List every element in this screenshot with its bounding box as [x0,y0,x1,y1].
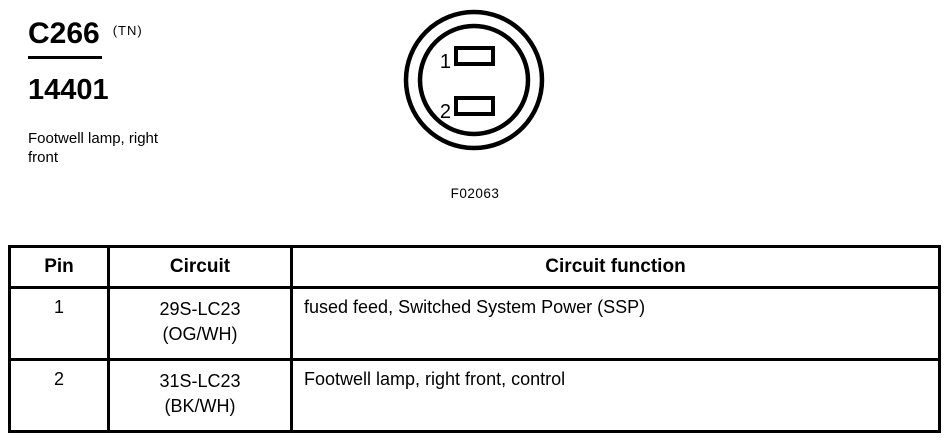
table-header-row: Pin Circuit Circuit function [8,245,941,289]
circuit-code: 29S-LC23 [159,299,241,319]
column-header-pin: Pin [8,245,110,289]
connector-outer-ring [403,9,545,151]
figure-label: F02063 [450,186,500,201]
wire-color-code: (OG/WH) [162,324,238,344]
circuit-cell: 29S-LC23 (OG/WH) [107,286,293,361]
connector-inner-ring [417,23,531,137]
circuit-function-cell: Footwell lamp, right front, control [290,358,941,433]
column-header-circuit: Circuit [107,245,293,289]
connector-face-diagram: 1 2 [403,9,545,151]
pin-number-cell: 1 [8,286,110,361]
table-row: 2 31S-LC23 (BK/WH) Footwell lamp, right … [8,358,941,433]
circuit-cell: 31S-LC23 (BK/WH) [107,358,293,433]
connector-description: Footwell lamp, right front [28,130,159,166]
column-header-circuit-function: Circuit function [290,245,941,289]
pin-1-number: 1 [440,51,451,73]
circuit-code: 31S-LC23 [159,371,241,391]
pin-2-number: 2 [440,101,451,123]
pin-number-cell: 2 [8,358,110,433]
pin-2-cavity [454,96,495,116]
table-row: 1 29S-LC23 (OG/WH) fused feed, Switched … [8,286,941,361]
pin-1-cavity [454,46,495,66]
circuit-function-cell: fused feed, Switched System Power (SSP) [290,286,941,361]
connector-id: C266 [28,18,102,59]
part-number: 14401 [28,74,109,106]
wire-color-code: (BK/WH) [164,396,236,416]
connector-territory-suffix: (TN) [112,23,143,38]
pin-function-table: Pin Circuit Circuit function 1 29S-LC23 … [8,245,941,433]
connector-id-block: C266 (TN) [28,18,143,59]
